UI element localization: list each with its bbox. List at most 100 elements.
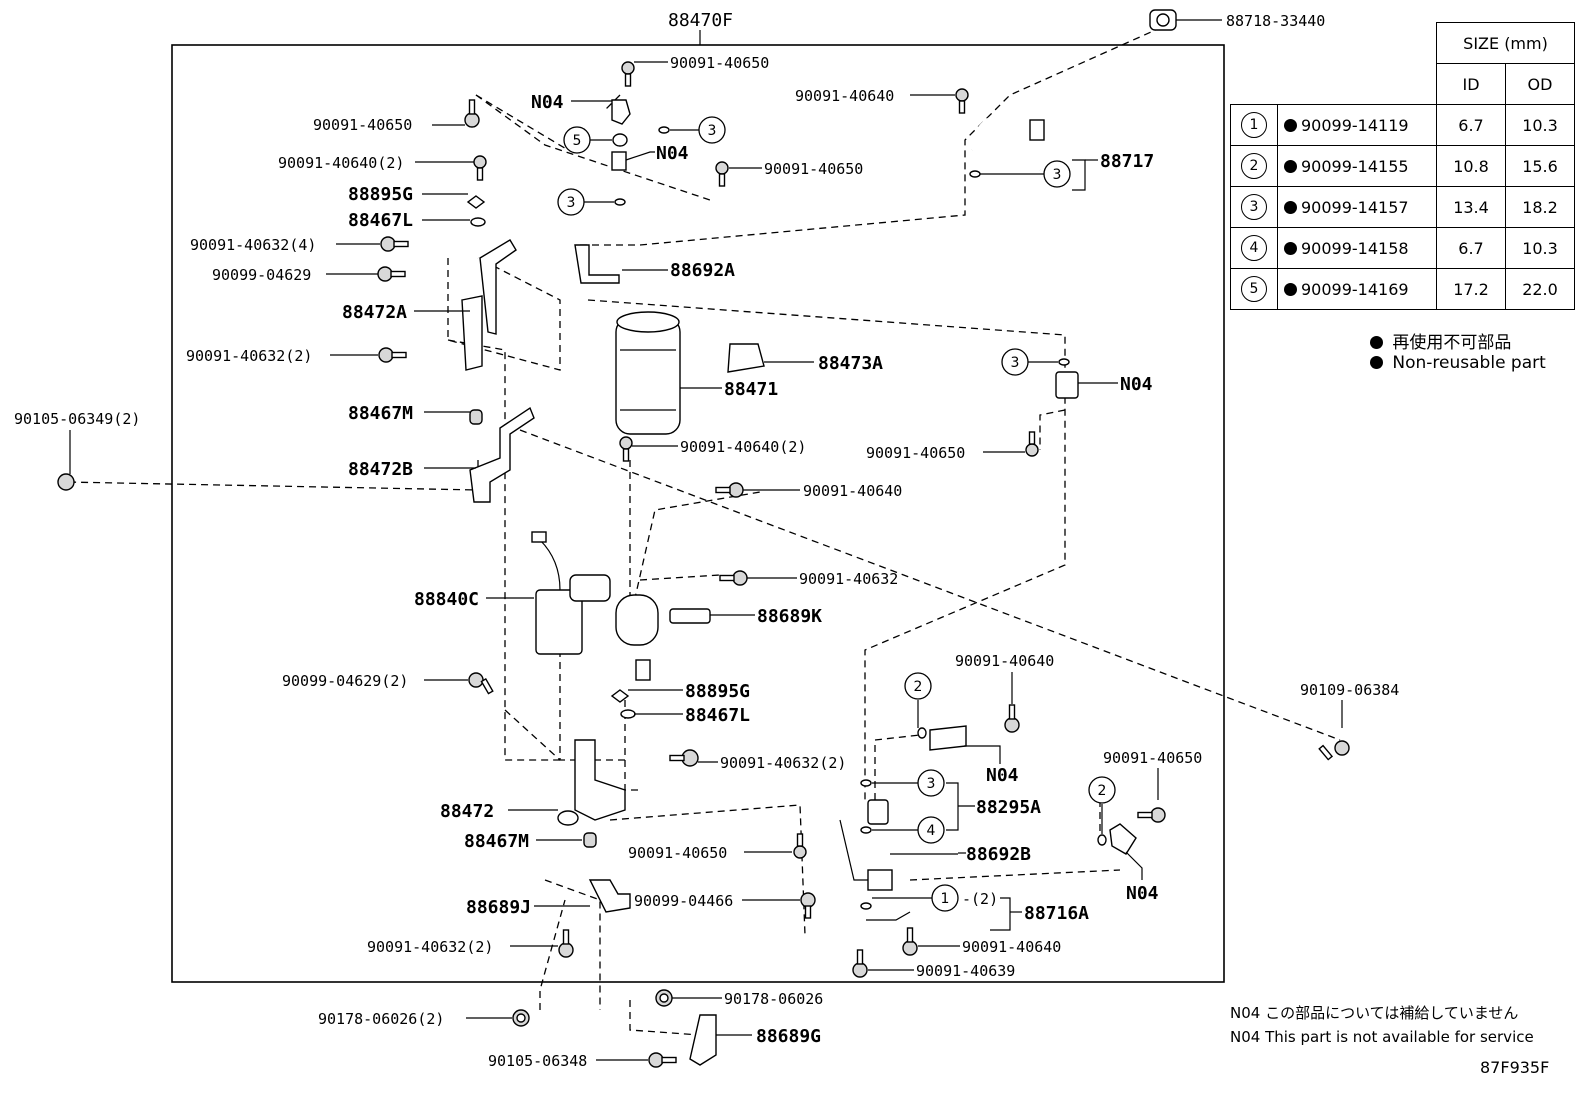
bracket-88472 — [557, 739, 626, 826]
part-label: 90105-06349(2) — [14, 410, 140, 428]
grommets — [466, 195, 636, 848]
table-row: 1 90099-14119 6.7 10.3 — [1230, 104, 1575, 146]
part-label: 90091-40639 — [916, 962, 1015, 980]
bracket-88472B — [469, 406, 535, 503]
legend-en: Non-reusable part — [1370, 353, 1546, 373]
svg-text:3: 3 — [927, 776, 936, 792]
row-id: 17.2 — [1436, 268, 1506, 310]
seal-callout: 3 — [557, 188, 614, 216]
table-row: 4 90099-14158 6.7 10.3 — [1230, 227, 1575, 269]
non-reusable-dot-icon — [1284, 159, 1297, 173]
part-label: 88692A — [670, 260, 735, 281]
part-label: 90091-40640 — [955, 652, 1054, 670]
bolts — [57, 61, 1350, 1068]
part-label: 90091-40632 — [799, 570, 898, 588]
non-reusable-dot-icon — [1284, 200, 1297, 214]
pipe-88692A — [574, 244, 620, 284]
part-label: 88471 — [724, 379, 778, 400]
note-n04-en: N04 This part is not available for servi… — [1230, 1028, 1534, 1046]
row-number: 4 — [1241, 235, 1267, 261]
part-label: 90091-40650 — [670, 54, 769, 72]
svg-text:4: 4 — [927, 823, 936, 839]
label-leaders — [69, 19, 1343, 1061]
sensor-88689K — [615, 594, 711, 681]
n04-parts — [611, 99, 1137, 855]
seal-callout: 3 — [980, 160, 1071, 188]
bracket-88472A — [461, 239, 517, 371]
legend-en-text: Non-reusable part — [1392, 353, 1546, 373]
row-od: 18.2 — [1505, 186, 1575, 228]
part-label: 90105-06348 — [488, 1052, 587, 1070]
part-label: 88472B — [348, 459, 413, 480]
part-label: N04 — [656, 143, 689, 164]
non-reusable-dot-icon — [1284, 282, 1297, 296]
row-id: 6.7 — [1436, 104, 1506, 146]
legend-jp: 再使用不可部品 — [1370, 328, 1511, 353]
seal-callout: 3 — [670, 116, 726, 144]
part-label: 90091-40650 — [866, 444, 965, 462]
row-od: 10.3 — [1505, 227, 1575, 269]
part-label: 88895G — [685, 681, 750, 702]
part-label: 90091-40650 — [313, 116, 412, 134]
part-label: 88473A — [818, 353, 883, 374]
bracket-88473A — [727, 343, 765, 373]
pressure-unit-88840C — [531, 531, 611, 655]
part-label: 90091-40632(4) — [190, 236, 316, 254]
clamp-88718-33440 — [1149, 9, 1177, 31]
part-label: 90091-40650 — [1103, 749, 1202, 767]
svg-text:1: 1 — [941, 891, 950, 907]
svg-text:5: 5 — [573, 133, 582, 149]
svg-text:3: 3 — [567, 195, 576, 211]
non-reusable-dot-icon — [1284, 241, 1297, 255]
seal-callout: 4 — [872, 816, 945, 844]
figure-code: 87F935F — [1480, 1058, 1550, 1077]
part-label: 88689K — [757, 606, 822, 627]
part-label: 88472A — [342, 302, 407, 323]
part-label: 90091-40632(2) — [720, 754, 846, 772]
seal-callout: 5 — [563, 126, 612, 154]
row-id: 13.4 — [1436, 186, 1506, 228]
part-label: 90091-40650 — [628, 844, 727, 862]
non-reusable-dot-icon — [1370, 336, 1383, 349]
part-label: 90178-06026(2) — [318, 1010, 444, 1028]
assembly-frame — [171, 44, 1225, 983]
part-label: 88716A — [1024, 903, 1089, 924]
part-label: 90091-40632(2) — [186, 347, 312, 365]
non-reusable-dot-icon — [1284, 118, 1297, 132]
part-label: 90091-40632(2) — [367, 938, 493, 956]
pipes-88295A-88692B-88716A — [839, 799, 911, 921]
seal-callout: 1 — [872, 884, 959, 912]
table-header-od: OD — [1505, 63, 1575, 105]
part-label: 90091-40640 — [803, 482, 902, 500]
row-number: 2 — [1241, 153, 1267, 179]
hose-88717 — [968, 114, 1045, 171]
part-label: 88467M — [464, 831, 529, 852]
part-label: 88467M — [348, 403, 413, 424]
part-label: 90091-40640(2) — [278, 154, 404, 172]
part-label: 88689G — [756, 1026, 821, 1047]
row-number: 1 — [1241, 112, 1267, 138]
part-label: 88295A — [976, 797, 1041, 818]
part-label: 90099-04629(2) — [282, 672, 408, 690]
part-label: N04 — [986, 765, 1019, 786]
svg-text:3: 3 — [1011, 355, 1020, 371]
part-label: 88692B — [966, 844, 1031, 865]
table-row: 2 90099-14155 10.8 15.6 — [1230, 145, 1575, 187]
row-part-number: 90099-14119 — [1301, 115, 1409, 135]
row-part-number: 90099-14157 — [1301, 197, 1409, 217]
seal-size-table: SIZE (mm) ID OD 1 90099-14119 6.7 10.3 2… — [1230, 22, 1575, 310]
part-label: 88840C — [414, 589, 479, 610]
part-label: 88472 — [440, 801, 494, 822]
bracket-88689J — [588, 879, 631, 913]
row-id: 10.8 — [1436, 145, 1506, 187]
svg-text:3: 3 — [1053, 167, 1062, 183]
seal-callout: 3 — [1001, 348, 1058, 376]
table-header-size: SIZE (mm) — [1436, 22, 1575, 64]
svg-text:2: 2 — [1098, 783, 1107, 799]
part-label: 90099-04466 — [634, 892, 733, 910]
part-label: 88689J — [466, 897, 531, 918]
row-od: 10.3 — [1505, 104, 1575, 146]
bracket-88689G — [689, 1014, 717, 1066]
table-header-id: ID — [1436, 63, 1506, 105]
